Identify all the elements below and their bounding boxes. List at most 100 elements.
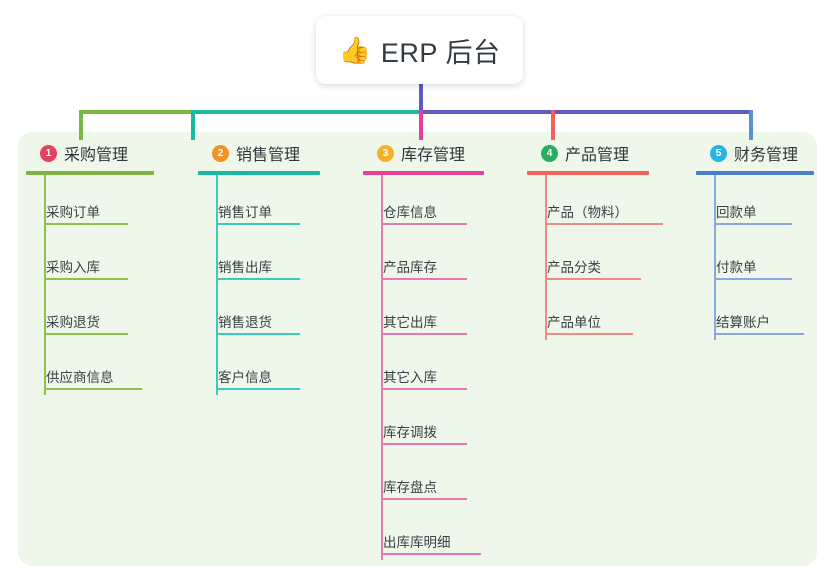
item-label: 出库库明细 [383,535,451,550]
list-item[interactable]: 采购入库 [18,230,154,285]
connector-drop-inventory [419,110,423,140]
column-title-finance: 财务管理 [734,147,799,164]
item-rule [44,388,142,390]
item-list-purchase: 采购订单采购入库采购退货供应商信息 [18,175,154,395]
item-label: 回款单 [716,205,757,220]
connector-drop-product [551,110,555,140]
list-item[interactable]: 其它入库 [355,340,484,395]
list-item[interactable]: 供应商信息 [18,340,154,395]
thumbs-up-icon: 👍 [338,35,371,65]
item-label: 客户信息 [218,370,272,385]
column-rule-product [527,171,649,175]
number-badge-product: 4 [541,144,558,162]
connector-bar-teal [191,110,419,114]
list-item[interactable]: 销售出库 [190,230,320,285]
item-label: 产品库存 [383,260,437,275]
column-rule-sales [198,171,320,175]
list-item[interactable]: 库存盘点 [355,450,484,505]
spine-purchase [44,175,46,395]
list-item[interactable]: 出库库明细 [355,505,484,560]
item-label: 采购入库 [46,260,100,275]
item-rule [714,333,804,335]
item-rule [714,278,792,280]
list-item[interactable]: 销售订单 [190,175,320,230]
item-label: 产品（物料） [547,205,628,220]
column-title-sales: 销售管理 [236,147,301,164]
connector-bar-purple [419,110,751,114]
number-badge-finance: 5 [710,144,727,162]
item-label: 结算账户 [716,315,770,330]
column-header-inventory[interactable]: 3 库存管理 [355,140,484,166]
column-rule-purchase [26,171,154,175]
item-rule [44,223,128,225]
list-item[interactable]: 采购退货 [18,285,154,340]
item-rule [216,278,300,280]
column-product: 4 产品管理产品（物料） 产品分类产品单位 [519,140,663,340]
column-rule-finance [696,171,814,175]
item-rule [216,388,300,390]
item-list-product: 产品（物料） 产品分类产品单位 [519,175,663,340]
content-panel [18,132,817,566]
list-item[interactable]: 客户信息 [190,340,320,395]
list-item[interactable]: 产品库存 [355,230,484,285]
column-title-inventory: 库存管理 [401,147,466,164]
item-label: 销售订单 [218,205,272,220]
connector-drop-sales [191,110,195,140]
connector-drop-purchase [79,110,83,140]
item-rule [381,223,467,225]
column-finance: 5 财务管理回款单付款单结算账户 [688,140,814,340]
item-rule [44,333,128,335]
root-title-card[interactable]: 👍 ERP 后台 [316,16,523,84]
item-label: 产品分类 [547,260,601,275]
list-item[interactable]: 产品分类 [519,230,649,285]
item-label: 其它出库 [383,315,437,330]
item-rule [381,443,467,445]
list-item[interactable]: 产品（物料） [519,175,663,230]
connector-drop-finance [749,110,753,140]
item-rule [381,388,467,390]
item-rule [545,223,663,225]
page-title: ERP 后台 [380,37,501,68]
item-rule [216,333,300,335]
item-label: 其它入库 [383,370,437,385]
spine-finance [714,175,716,340]
item-rule [381,333,467,335]
list-item[interactable]: 付款单 [688,230,814,285]
list-item[interactable]: 结算账户 [688,285,814,340]
list-item[interactable]: 产品单位 [519,285,649,340]
connector-bar-green [79,110,191,114]
item-rule [44,278,128,280]
column-title-product: 产品管理 [565,147,630,164]
item-rule [381,553,481,555]
column-header-product[interactable]: 4 产品管理 [519,140,649,166]
list-item[interactable]: 库存调拨 [355,395,484,450]
item-list-sales: 销售订单销售出库销售退货客户信息 [190,175,320,395]
column-rule-inventory [363,171,484,175]
list-item[interactable]: 销售退货 [190,285,320,340]
spine-product [545,175,547,340]
item-label: 库存盘点 [383,480,437,495]
list-item[interactable]: 采购订单 [18,175,154,230]
spine-inventory [381,175,383,560]
list-item[interactable]: 回款单 [688,175,814,230]
item-rule [381,278,467,280]
list-item[interactable]: 其它出库 [355,285,484,340]
item-label: 仓库信息 [383,205,437,220]
item-label: 供应商信息 [46,370,114,385]
item-label: 产品单位 [547,315,601,330]
column-header-finance[interactable]: 5 财务管理 [688,140,814,166]
number-badge-inventory: 3 [377,144,394,162]
item-rule [381,498,467,500]
item-rule [216,223,300,225]
spine-sales [216,175,218,395]
item-list-finance: 回款单付款单结算账户 [688,175,814,340]
item-label: 采购退货 [46,315,100,330]
number-badge-purchase: 1 [40,144,57,162]
item-label: 库存调拨 [383,425,437,440]
item-label: 销售出库 [218,260,272,275]
list-item[interactable]: 仓库信息 [355,175,484,230]
